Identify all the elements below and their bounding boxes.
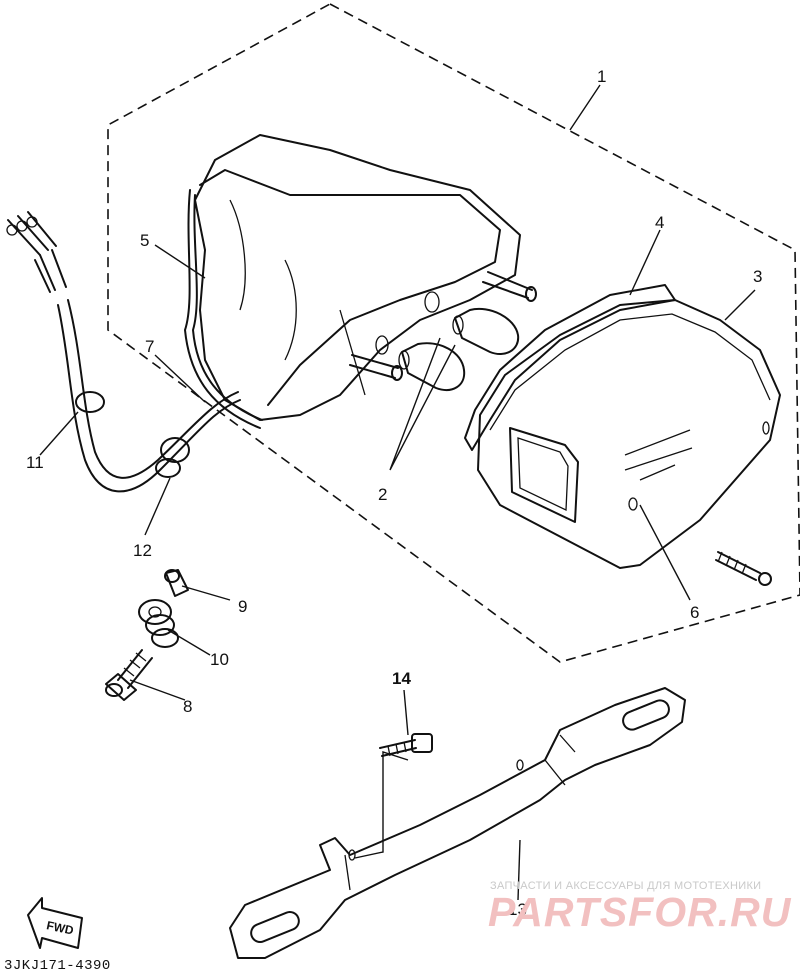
part-code: 3JKJ171-4390	[4, 958, 111, 974]
callout-10: 10	[210, 650, 229, 669]
leader-lines	[39, 84, 756, 901]
fwd-label: FWD	[45, 918, 75, 937]
bracket-bolt	[379, 733, 433, 757]
wire-harness	[6, 211, 241, 493]
callout-7: 7	[145, 337, 154, 356]
lens-screw	[715, 551, 772, 586]
callout-11: 11	[26, 453, 44, 472]
callout-9: 9	[238, 597, 247, 616]
lamp-lens	[477, 299, 781, 569]
callout-2: 2	[378, 485, 387, 504]
watermark-subtitle: ЗАПЧАСТИ И АКСЕССУАРЫ ДЛЯ МОТОТЕХНИКИ	[490, 880, 762, 892]
collar	[164, 569, 189, 597]
assembly-boundary	[107, 3, 800, 663]
callout-6: 6	[690, 603, 699, 622]
callout-4: 4	[655, 213, 664, 232]
callout-13: 13	[508, 900, 527, 919]
callout-12: 12	[133, 541, 152, 560]
mount-bolt	[105, 649, 153, 701]
callout-numbers: 1 2 3 4 5 6 7 8 9 10 11 12 13 14	[26, 67, 762, 919]
callout-8: 8	[183, 697, 192, 716]
bulbs	[398, 307, 520, 391]
callout-5: 5	[140, 231, 149, 250]
license-bracket	[229, 687, 686, 959]
lamp-housing	[184, 134, 537, 429]
callout-3: 3	[753, 267, 762, 286]
fwd-arrow-icon: FWD	[27, 897, 83, 949]
watermark-brand: PARTSFOR.RU	[488, 889, 792, 935]
lens-gasket	[464, 284, 676, 451]
callout-14: 14	[392, 669, 411, 688]
grommet	[138, 599, 179, 648]
callout-1: 1	[597, 67, 606, 86]
